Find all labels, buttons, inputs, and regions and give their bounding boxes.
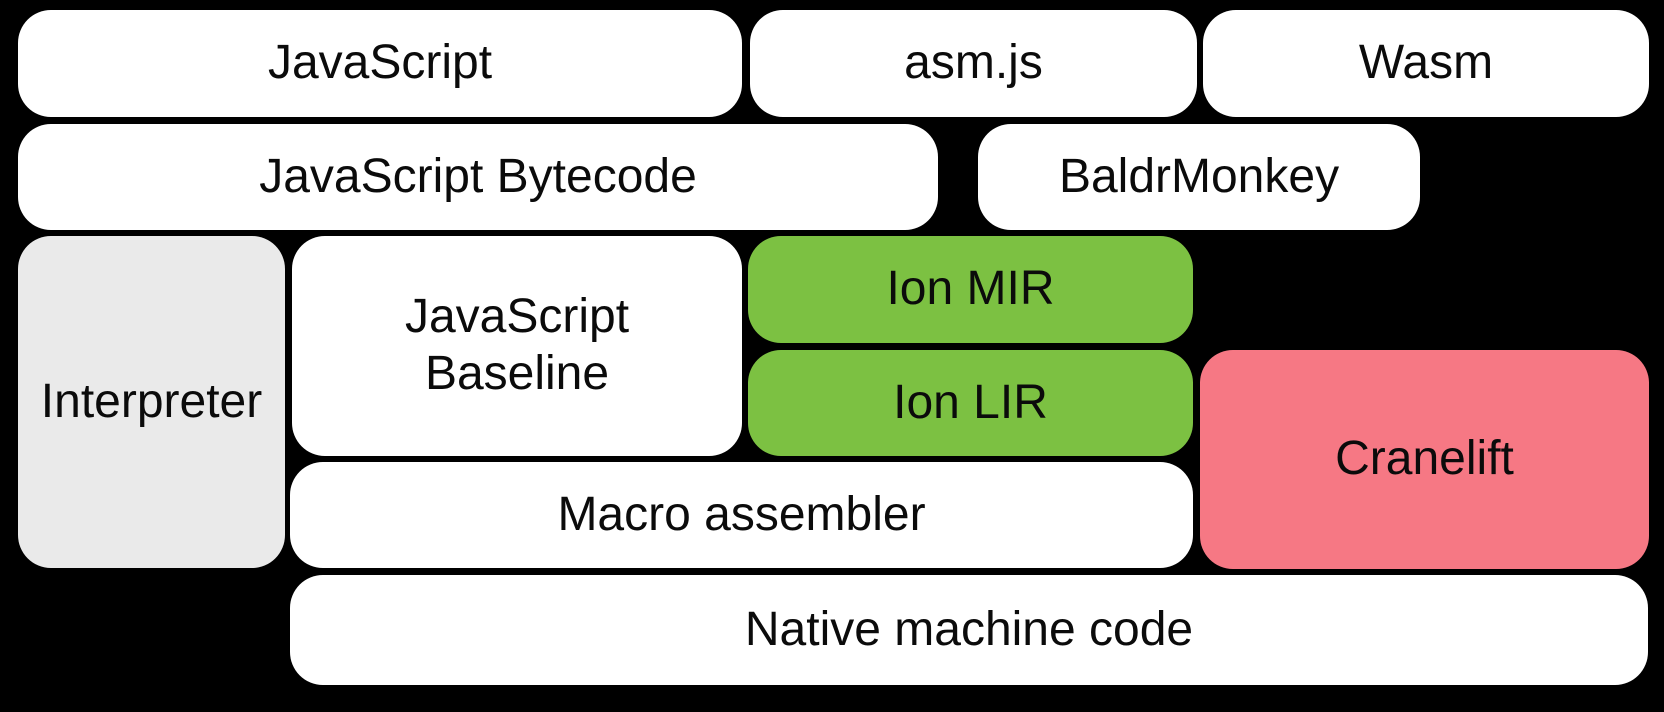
box-ion-mir-label: Ion MIR (886, 262, 1055, 316)
box-native-machine-code-label: Native machine code (744, 602, 1194, 656)
box-javascript-bytecode-label: JavaScript Bytecode (259, 149, 697, 203)
box-javascript-baseline-label: JavaScript Baseline (404, 290, 630, 400)
box-wasm-label: Wasm (1358, 36, 1494, 90)
box-interpreter-label: Interpreter (40, 374, 263, 428)
box-macro-assembler-label: Macro assembler (557, 487, 926, 541)
box-native-machine-code: Native machine code (290, 575, 1648, 685)
box-macro-assembler: Macro assembler (290, 462, 1193, 568)
box-ion-lir: Ion LIR (748, 350, 1193, 456)
box-ion-lir-label: Ion LIR (893, 375, 1048, 429)
box-javascript-label: JavaScript (267, 36, 493, 90)
box-asm-js-label: asm.js (904, 36, 1043, 90)
box-baldrmonkey-label: BaldrMonkey (1058, 149, 1340, 203)
box-wasm: Wasm (1203, 10, 1649, 117)
box-asm-js: asm.js (750, 10, 1197, 117)
box-javascript: JavaScript (18, 10, 742, 117)
box-javascript-baseline: JavaScript Baseline (292, 236, 742, 456)
box-cranelift-label: Cranelift (1335, 432, 1514, 486)
box-cranelift: Cranelift (1200, 350, 1649, 569)
box-javascript-bytecode: JavaScript Bytecode (18, 124, 938, 230)
box-interpreter: Interpreter (18, 236, 285, 568)
box-baldrmonkey: BaldrMonkey (978, 124, 1420, 230)
box-ion-mir: Ion MIR (748, 236, 1193, 343)
